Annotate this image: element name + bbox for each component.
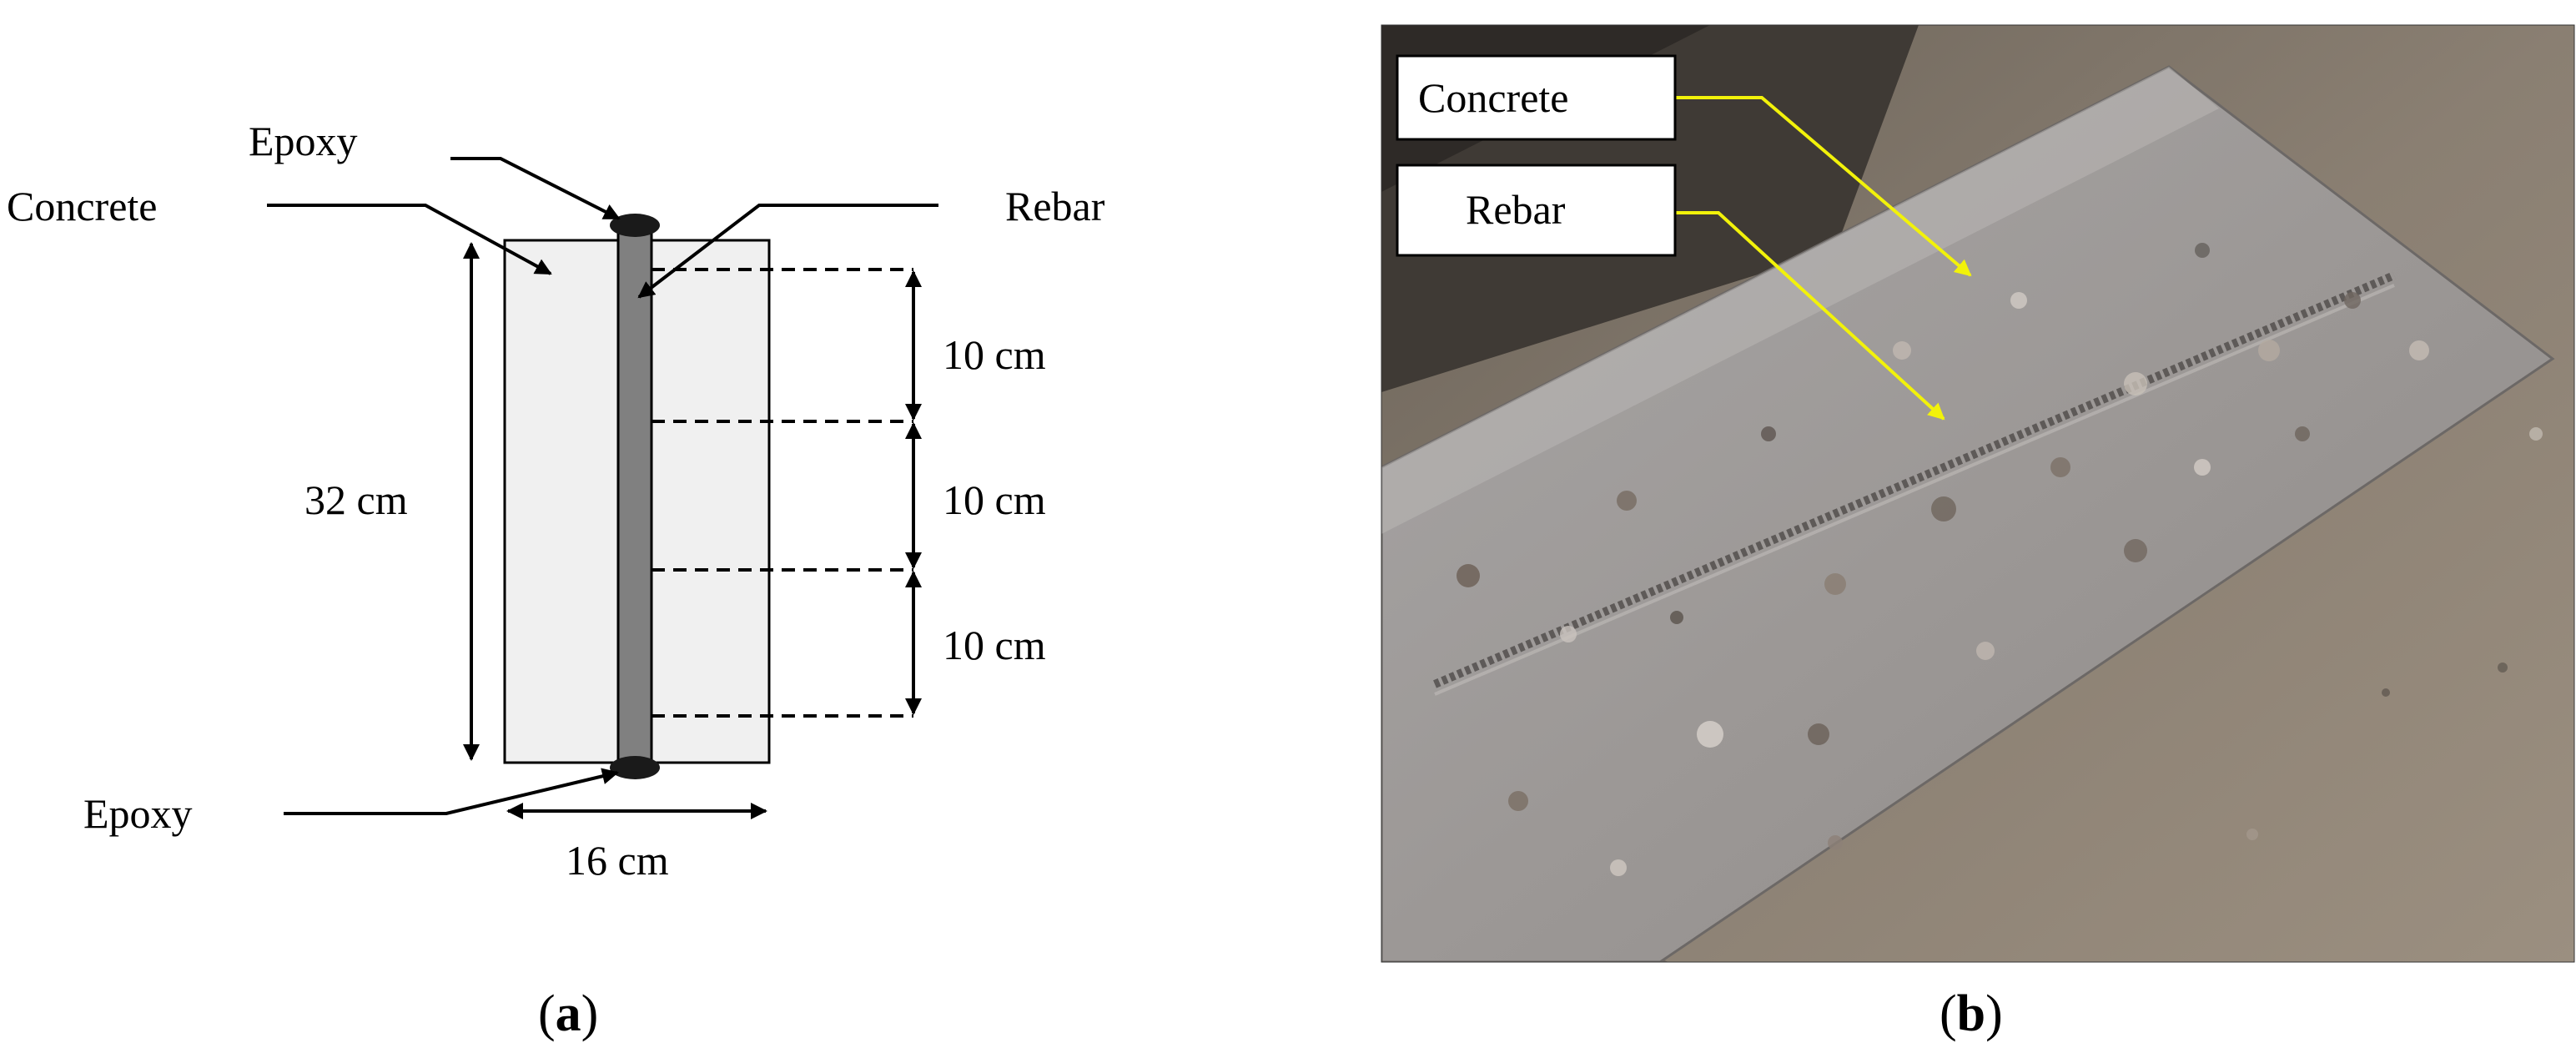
label-rebar: Rebar (1005, 183, 1105, 229)
panel-a-schematic: Epoxy Concrete Rebar 32 cm 10 cm 10 cm 1… (7, 118, 1105, 884)
label-epoxy-top: Epoxy (249, 118, 358, 164)
label-box-rebar: Rebar (1396, 164, 1677, 257)
caption-a: (a) (538, 985, 598, 1042)
rebar-callout-arrow (1675, 211, 1945, 421)
label-segment-2: 10 cm (943, 476, 1046, 523)
caption-b: (b) (1940, 985, 2003, 1042)
callout-arrows (1675, 96, 1972, 421)
label-epoxy-bottom: Epoxy (83, 790, 193, 837)
epoxy-cap-top (610, 214, 660, 237)
label-width: 16 cm (566, 837, 669, 884)
photo-label-rebar: Rebar (1466, 186, 1566, 233)
aggregate-texture (1457, 243, 2429, 876)
label-segment-3: 10 cm (943, 622, 1046, 668)
photo-label-concrete: Concrete (1418, 74, 1568, 121)
label-box-concrete: Concrete (1396, 54, 1677, 141)
rebar-bar (616, 224, 653, 771)
label-concrete: Concrete (7, 183, 157, 229)
label-height: 32 cm (304, 476, 408, 523)
epoxy-cap-bottom (610, 756, 660, 779)
segment-dashes (652, 268, 913, 718)
concrete-callout-arrow (1675, 96, 1972, 277)
rebar-groove (1433, 271, 2396, 688)
label-segment-1: 10 cm (943, 331, 1046, 378)
leader-lines (267, 157, 938, 815)
